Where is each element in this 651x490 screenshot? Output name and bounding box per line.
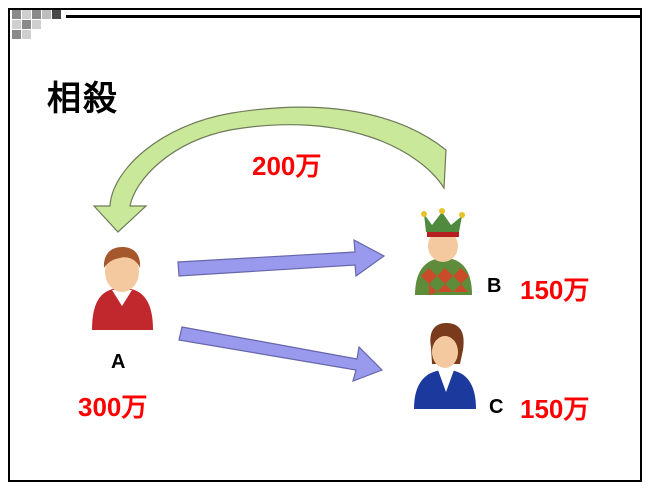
transfer-amount: 200万	[252, 151, 322, 181]
person-a-icon	[92, 247, 153, 330]
person-c-label: C	[489, 396, 504, 418]
person-a-label: A	[111, 351, 126, 373]
slide-title: 相殺	[47, 79, 119, 119]
person-c-icon	[414, 323, 476, 409]
arrow-a-to-b	[177, 238, 386, 278]
slide-frame	[8, 8, 642, 482]
person-b-label: B	[487, 275, 502, 297]
person-c-amount: 150万	[520, 394, 590, 424]
person-a-amount: 300万	[78, 392, 148, 422]
jester-b-icon	[415, 208, 472, 295]
person-b-amount: 150万	[520, 275, 590, 305]
header-rule	[66, 15, 642, 18]
arrow-a-to-c	[178, 326, 384, 382]
curved-arrow	[92, 106, 447, 233]
